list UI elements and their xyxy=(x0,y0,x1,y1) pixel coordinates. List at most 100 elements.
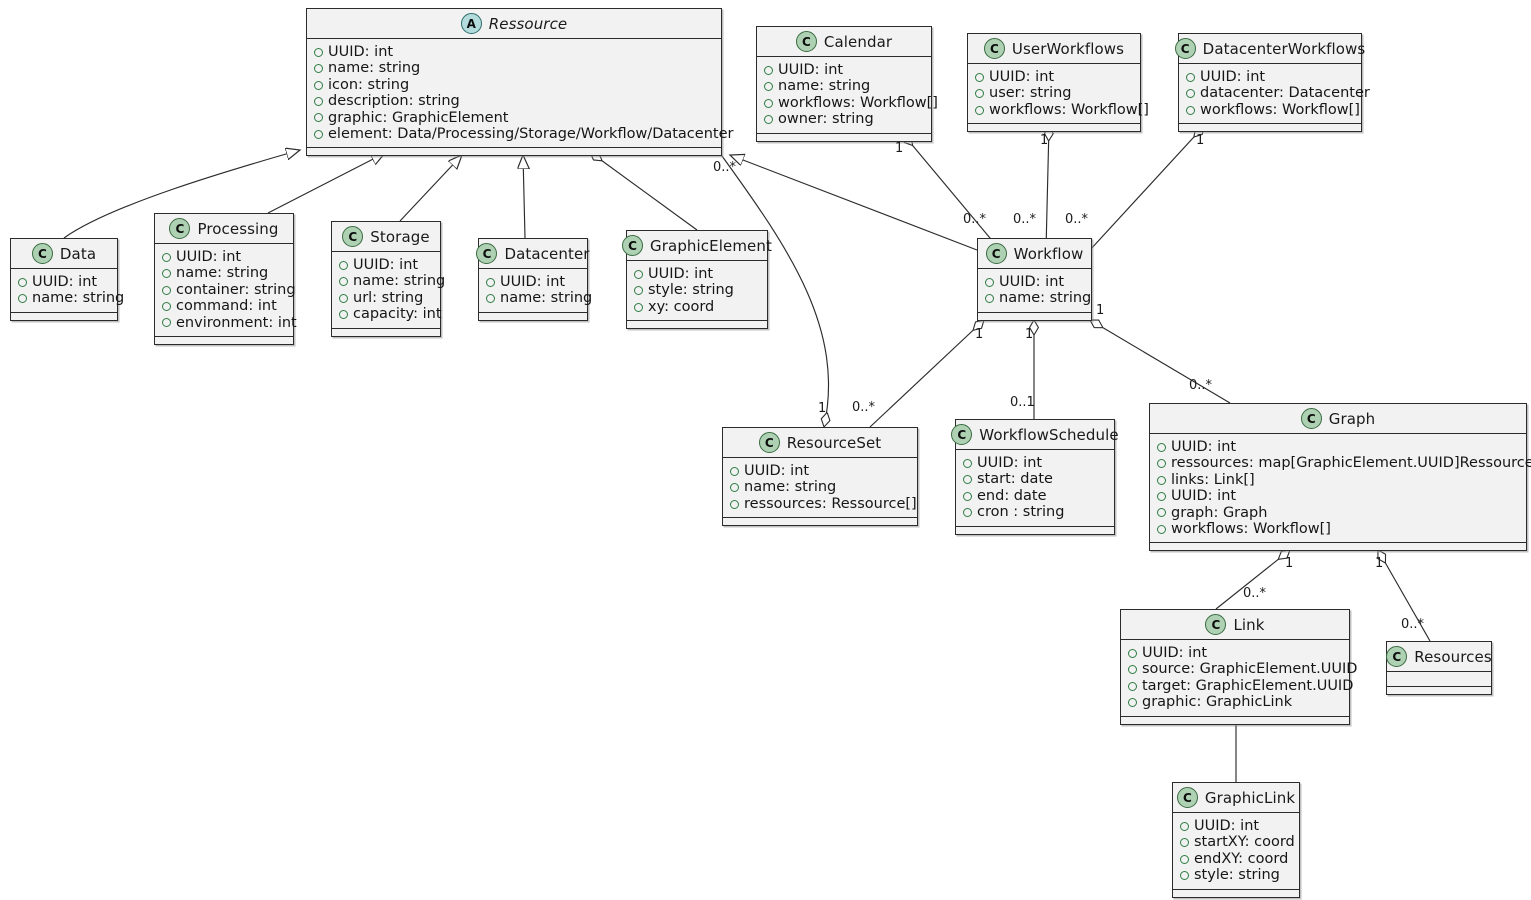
attribute-row: name: string xyxy=(486,290,592,306)
public-visibility-icon xyxy=(1157,475,1166,485)
public-visibility-icon xyxy=(314,64,323,74)
public-visibility-icon xyxy=(1186,72,1195,82)
class-icon: C xyxy=(983,38,1005,59)
public-visibility-icon xyxy=(162,269,171,279)
attribute-text: UUID: int xyxy=(32,274,98,290)
attribute-text: endXY: coord xyxy=(1194,850,1289,867)
public-visibility-icon xyxy=(162,318,171,328)
cardinality-label: 0..* xyxy=(852,400,876,415)
public-visibility-icon xyxy=(1157,524,1166,534)
public-visibility-icon xyxy=(730,466,739,476)
edge-ressource-graphicelement xyxy=(590,152,698,231)
attribute-row: ressources: Ressource[] xyxy=(730,496,917,512)
attribute-row: links: Link[] xyxy=(1157,472,1519,488)
attribute-text: name: string xyxy=(328,60,421,77)
attribute-row: ressources: map[GraphicElement.UUID]Ress… xyxy=(1157,455,1531,471)
attribute-row: UUID: int xyxy=(764,62,924,78)
attribute-row: end: date xyxy=(963,488,1107,504)
attribute-text: style: string xyxy=(1194,867,1280,884)
attribute-text: capacity: int xyxy=(353,306,442,323)
attribute-text: icon: string xyxy=(328,76,410,93)
public-visibility-icon xyxy=(764,98,773,108)
class-name-userworkflows: UserWorkflows xyxy=(1011,39,1125,58)
attribute-text: graphic: GraphicElement xyxy=(328,109,509,126)
attribute-text: element: Data/Processing/Storage/Workflo… xyxy=(328,126,734,143)
cardinality-label: 1 xyxy=(895,141,904,156)
class-icon: C xyxy=(342,226,364,247)
public-visibility-icon xyxy=(764,114,773,124)
attribute-row: UUID: int xyxy=(1128,645,1342,661)
public-visibility-icon xyxy=(1128,665,1137,675)
public-visibility-icon xyxy=(634,286,643,296)
attribute-text: end: date xyxy=(977,487,1047,504)
class-header-userworkflows: C UserWorkflows xyxy=(968,34,1140,64)
public-visibility-icon xyxy=(764,82,773,92)
class-footer-userworkflows xyxy=(968,124,1140,132)
class-icon: C xyxy=(1300,408,1322,429)
attribute-row: UUID: int xyxy=(162,249,286,265)
attribute-row: user: string xyxy=(975,85,1133,101)
class-name-datacenter: Datacenter xyxy=(504,244,590,263)
class-icon: C xyxy=(169,218,191,239)
class-name-data: Data xyxy=(59,244,97,263)
attribute-row: element: Data/Processing/Storage/Workflo… xyxy=(314,126,733,142)
class-footer-storage xyxy=(332,328,440,336)
attribute-row: icon: string xyxy=(314,77,714,93)
attribute-text: container: string xyxy=(176,281,296,298)
attribute-text: UUID: int xyxy=(999,274,1065,290)
attribute-row: target: GraphicElement.UUID xyxy=(1128,678,1353,694)
public-visibility-icon xyxy=(975,89,984,99)
class-icon: C xyxy=(1386,646,1408,667)
class-footer-workflow xyxy=(978,312,1091,320)
class-name-graphicelement: GraphicElement xyxy=(650,236,772,255)
attribute-row: name: string xyxy=(314,60,714,76)
cardinality-label: 0..* xyxy=(1243,586,1267,601)
class-footer-processing xyxy=(155,337,293,345)
class-icon: C xyxy=(795,31,817,52)
cardinality-label: 0..1 xyxy=(1010,395,1035,410)
public-visibility-icon xyxy=(339,293,348,303)
public-visibility-icon xyxy=(1128,681,1137,691)
attribute-text: UUID: int xyxy=(176,249,242,265)
class-footer-datacenter xyxy=(479,312,587,320)
class-footer-graphicelement xyxy=(627,321,767,329)
attribute-text: UUID: int xyxy=(744,463,810,479)
public-visibility-icon xyxy=(1186,105,1195,115)
public-visibility-icon xyxy=(1157,442,1166,452)
attribute-row: xy: coord xyxy=(634,299,760,315)
abstract-class-icon: A xyxy=(460,13,482,34)
attribute-text: UUID: int xyxy=(353,257,419,273)
attribute-row: graphic: GraphicLink xyxy=(1128,694,1342,710)
class-footer-calendar xyxy=(757,133,931,141)
class-name-graphiclink: GraphicLink xyxy=(1204,788,1296,807)
